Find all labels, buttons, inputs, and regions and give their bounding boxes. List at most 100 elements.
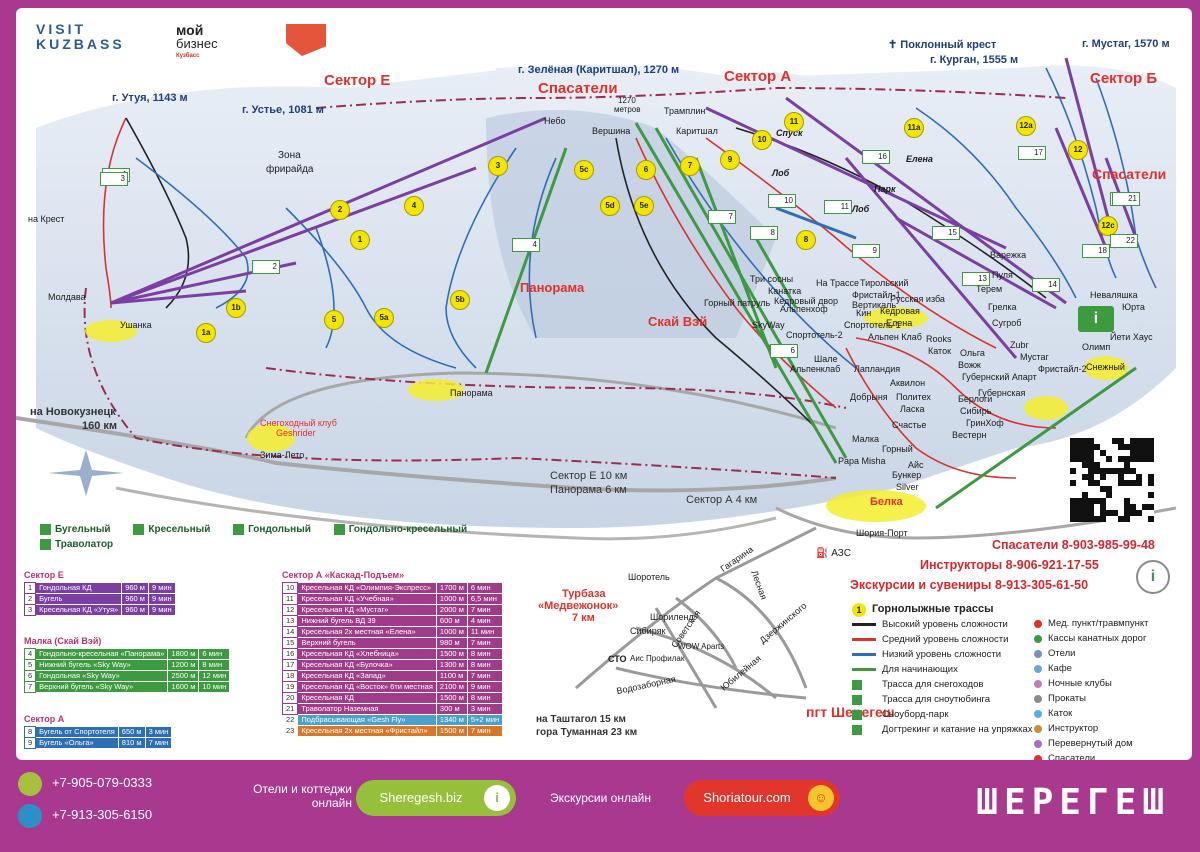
vestern-label: Вестерн bbox=[952, 430, 987, 440]
trail-marker: 11a bbox=[904, 118, 924, 138]
peak-zelenaya: г. Зелёная (Каритшал), 1270 м bbox=[518, 64, 680, 76]
table-cell: Кресельная КД «Хлебница» bbox=[297, 648, 437, 660]
service-label: Кассы канатных дорог bbox=[1048, 633, 1147, 644]
trail-marker: 5b bbox=[450, 290, 470, 310]
table-cell: 16 bbox=[281, 648, 299, 660]
service-dot-icon bbox=[1034, 739, 1042, 748]
road-novokuznetsk: на Новокузнецк bbox=[30, 406, 116, 418]
table-cell: Кресельная 2х местная «Фристайл» bbox=[297, 725, 437, 737]
table-cell: 2 bbox=[23, 593, 37, 605]
table-title: Сектор А bbox=[24, 714, 65, 724]
trail-marker: 5e bbox=[634, 196, 654, 216]
service-item: Кафе bbox=[1034, 661, 1148, 676]
road-tuman: гора Туманная 23 км bbox=[536, 727, 638, 738]
snowmobile-route-3 bbox=[265, 367, 847, 409]
spusk-label: Спуск bbox=[776, 128, 803, 138]
qr-code[interactable] bbox=[1070, 438, 1154, 522]
map-sheet: VISIT KUZBASS мой бизнес Кузбасс Сектор … bbox=[16, 8, 1192, 760]
lift-number-badge: 4 bbox=[512, 238, 540, 252]
table-cell: 9 мин bbox=[147, 593, 176, 605]
laska-label: Ласка bbox=[900, 404, 925, 414]
trail-marker: 12c bbox=[1098, 216, 1118, 236]
ushanka-label: Ушанка bbox=[120, 320, 152, 330]
legend-item: Трасса для сноутюбинга bbox=[852, 692, 1033, 707]
table-cell: Бугель «Ольга» bbox=[35, 737, 119, 749]
table-cell: 19 bbox=[281, 681, 299, 693]
trail-marker: 1b bbox=[226, 298, 246, 318]
service-item: Ночные клубы bbox=[1034, 676, 1148, 691]
road-town bbox=[775, 506, 1177, 540]
table-cell: Кресельная 2х местная «Елена» bbox=[297, 626, 437, 638]
table-cell: Нижний бугель «Sky Way» bbox=[35, 659, 169, 671]
table-cell: 4 bbox=[23, 648, 37, 660]
table-cell: 8 мин bbox=[466, 659, 504, 671]
table-cell: 20 bbox=[281, 692, 299, 704]
trail-number-icon: 1 bbox=[852, 602, 866, 617]
road-panorama: Панорама 6 км bbox=[550, 484, 627, 496]
table-cell: 14 bbox=[281, 626, 299, 638]
legend-swatch-icon bbox=[852, 709, 862, 720]
lift-number-badge: 21 bbox=[1112, 192, 1140, 206]
table-cell: 7 мин bbox=[466, 604, 504, 616]
footer: +7-905-079-0333 +7-913-305-6150 Отели и … bbox=[0, 760, 1200, 852]
peak-cross: ✝ Поклонный крест bbox=[888, 39, 997, 51]
info-badge-map-icon: i bbox=[1078, 306, 1114, 332]
table-cell: Верхний бугель «Sky Way» bbox=[35, 681, 169, 693]
table-cell: Кресельная КД bbox=[297, 692, 437, 704]
shoriatour-button[interactable]: Shoriatour.com ☺ bbox=[684, 780, 840, 816]
trail-marker: 1a bbox=[196, 323, 216, 343]
na-trasse-label: На Трассе bbox=[816, 278, 860, 288]
table-cell: 2000 м bbox=[435, 604, 468, 616]
sugrob-label: Сугроб bbox=[992, 318, 1022, 328]
peak-mustag: г. Мустаг, 1570 м bbox=[1082, 38, 1170, 50]
lift-number-badge: 17 bbox=[1018, 146, 1046, 160]
aist-prof-label: Аис Профилак bbox=[630, 654, 685, 663]
cross-icon: ✝ bbox=[888, 39, 901, 51]
altitude-label-1: 1270 bbox=[618, 96, 636, 105]
sheregesh-biz-button[interactable]: Sheregesh.biz i bbox=[356, 780, 516, 816]
table-cell: 6 мин bbox=[466, 582, 504, 594]
table-cell: 7 мин bbox=[466, 725, 504, 737]
trail-marker: 9 bbox=[720, 150, 740, 170]
lift-number-badge: 7 bbox=[708, 210, 736, 224]
service-label: Мед. пункт/травмпункт bbox=[1048, 618, 1149, 629]
zima-leto-label: Зима-Лето bbox=[260, 450, 305, 460]
dobrynya-label: Добрыня bbox=[850, 392, 888, 402]
table-cell: Гондольная «Sky Way» bbox=[35, 670, 169, 682]
zubr-label: Zubr bbox=[1010, 340, 1029, 350]
table-cell: 11 мин bbox=[466, 626, 504, 638]
phone-2[interactable]: +7-913-305-6150 bbox=[52, 807, 153, 822]
panorama-label: Панорама bbox=[520, 280, 585, 295]
service-dot-icon bbox=[1034, 664, 1042, 673]
grinhof-label: ГринХоф bbox=[966, 418, 1004, 428]
legend-label: Трасса для снегоходов bbox=[882, 679, 984, 690]
sportotel-label: Спортотель-1 bbox=[844, 320, 901, 330]
trail-marker: 4 bbox=[404, 196, 424, 216]
table-cell: Траволатор Наземная bbox=[297, 703, 437, 715]
gorny-patrul-label: Горный патруль bbox=[704, 298, 771, 308]
gubern-apart-label: Губернский Апарт bbox=[962, 372, 1037, 382]
table-cell: 1 bbox=[23, 582, 37, 594]
table-cell: 3 bbox=[23, 604, 37, 616]
table-cell: Гондольная КД bbox=[35, 582, 123, 594]
lift-number-badge: 13 bbox=[962, 272, 990, 286]
service-label: Отели bbox=[1048, 648, 1076, 659]
phone-1[interactable]: +7-905-079-0333 bbox=[52, 775, 153, 790]
service-item: Отели bbox=[1034, 646, 1148, 661]
malka-label: Малка bbox=[852, 434, 879, 444]
table-cell: 8 bbox=[23, 726, 37, 738]
table-cell: 980 м bbox=[435, 637, 468, 649]
politekh-label: Политех bbox=[896, 392, 931, 402]
skyway-hotel-label: SkyWay bbox=[752, 320, 785, 330]
